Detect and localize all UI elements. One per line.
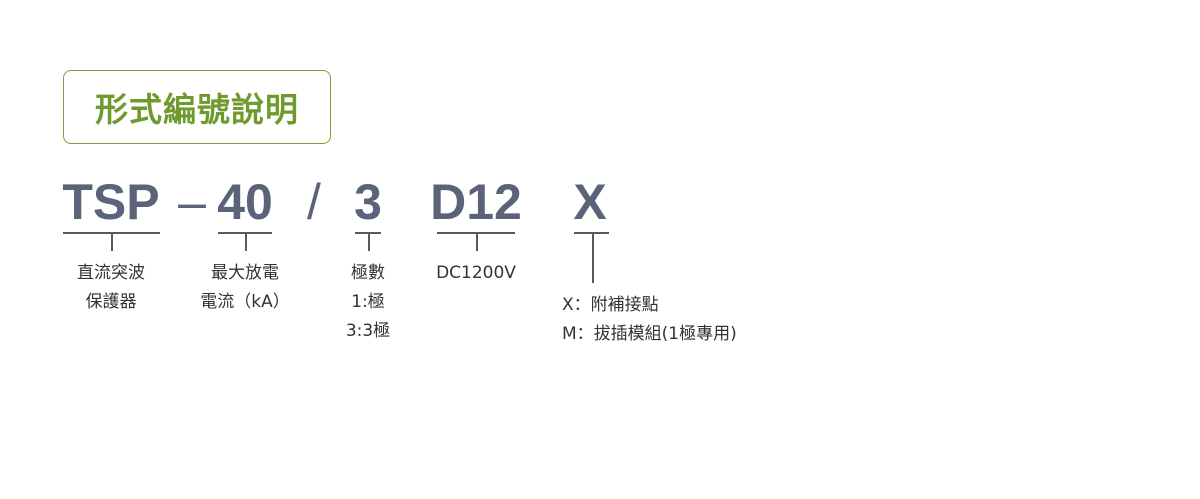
desc-poles-line-3: 3:3極 [345,321,391,341]
code-slash: / [307,174,321,230]
desc-series: 直流突波 保護器 [51,259,171,317]
tick-series [111,233,113,251]
code-current: 40 [217,174,273,230]
underline-poles [355,232,381,234]
tick-poles [368,233,370,251]
desc-series-line-1: 直流突波 [77,263,145,283]
desc-voltage: DC1200V [416,259,536,288]
desc-poles: 極數 1:極 3:3極 [328,259,408,346]
code-option: X [573,174,607,230]
tick-voltage [476,233,478,251]
desc-poles-line-1: 極數 [351,263,385,283]
code-series: TSP [62,174,160,230]
tick-current [245,233,247,251]
code-dash: – [178,174,206,230]
tick-option [592,233,594,283]
page-title: 形式編號說明 [95,90,299,129]
code-poles: 3 [354,174,382,230]
underline-current [218,232,272,234]
desc-option-line-2: M：拔插模組(1極專用) [562,324,737,344]
desc-current-line-1: 最大放電 [211,263,279,283]
underline-voltage [437,232,515,234]
underline-series [63,232,160,234]
desc-voltage-line-1: DC1200V [436,263,516,283]
code-voltage: D12 [430,174,522,230]
underline-option [574,232,609,234]
desc-series-line-2: 保護器 [85,292,137,312]
desc-current: 最大放電 電流（kA） [180,259,310,317]
title-box: 形式編號說明 [63,70,331,144]
desc-current-line-2: 電流（kA） [200,292,290,312]
desc-option: X：附補接點 M：拔插模組(1極專用) [562,291,822,349]
desc-poles-line-2: 1:極 [351,292,385,312]
desc-option-line-1: X：附補接點 [562,295,659,315]
